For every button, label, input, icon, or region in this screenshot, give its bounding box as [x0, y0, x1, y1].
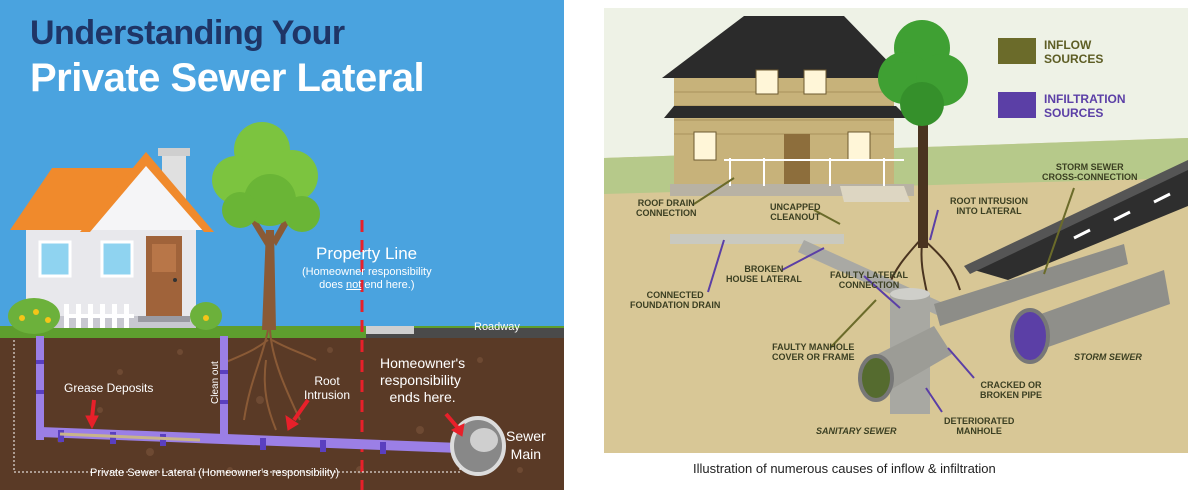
homeowner-responsibility-label: Homeowner's responsibility ends here.	[380, 355, 465, 406]
uncapped-line-1: UNCAPPED	[770, 202, 821, 212]
house-2	[662, 16, 914, 202]
storm-cross-line-1: STORM SEWER	[1042, 162, 1138, 172]
curb	[366, 326, 414, 334]
inflow-legend-line-1: INFLOW	[1044, 38, 1103, 52]
property-note-line-1: (Homeowner responsibility	[302, 266, 432, 279]
right-illustration	[604, 8, 1188, 453]
foundation-line-2: FOUNDATION DRAIN	[630, 300, 720, 310]
sewer-line-1: Sewer	[506, 427, 546, 445]
sewer-line-2: Main	[506, 445, 546, 463]
property-note-2a: does	[319, 279, 346, 291]
foundation-line-1: CONNECTED	[630, 290, 720, 300]
grease-deposits-label: Grease Deposits	[64, 381, 153, 395]
root-line-1: Root	[304, 374, 350, 388]
broken-line-1: BROKEN	[726, 264, 802, 274]
clean-out-riser	[220, 336, 228, 436]
homeowner-line-2: responsibility	[380, 372, 465, 389]
cracked-line-2: BROKEN PIPE	[980, 390, 1042, 400]
storm-cross-line-2: CROSS-CONNECTION	[1042, 172, 1138, 182]
title-line-1: Understanding Your	[30, 14, 345, 53]
deteriorated-line-2: MANHOLE	[944, 426, 1014, 436]
title-line-2: Private Sewer Lateral	[30, 56, 424, 101]
infiltration-swatch	[998, 92, 1036, 118]
root-into-line-1: ROOT INTRUSION	[950, 196, 1028, 206]
inflow-infiltration-illustration: INFLOW SOURCES INFILTRATION SOURCES ROOF…	[604, 8, 1188, 453]
uncapped-line-2: CLEANOUT	[770, 212, 821, 222]
property-note-2b: not	[346, 279, 361, 291]
roof-drain-line-1: ROOF DRAIN	[636, 198, 697, 208]
faulty-lat-line-2: CONNECTION	[830, 280, 908, 290]
storm-sewer-label: STORM SEWER	[1074, 352, 1142, 362]
cracked-line-1: CRACKED OR	[980, 380, 1042, 390]
inflow-legend-line-2: SOURCES	[1044, 52, 1103, 66]
inflow-legend: INFLOW SOURCES	[1044, 38, 1103, 66]
infiltration-legend-line-2: SOURCES	[1044, 106, 1126, 120]
sanitary-sewer-label: SANITARY SEWER	[816, 426, 897, 436]
clean-out-label: Clean out	[210, 361, 221, 404]
infiltration-legend: INFILTRATION SOURCES	[1044, 92, 1126, 120]
inflow-swatch	[998, 38, 1036, 64]
roadway-label: Roadway	[474, 321, 520, 333]
property-note-line-2: does not end here.)	[302, 279, 432, 292]
broken-line-2: HOUSE LATERAL	[726, 274, 802, 284]
property-line-label: Property Line	[316, 244, 417, 264]
sewer-lateral-infographic: Understanding Your Private Sewer Lateral…	[0, 0, 564, 490]
private-lateral-label: Private Sewer Lateral (Homeowner's respo…	[90, 467, 339, 479]
faulty-lat-line-1: FAULTY LATERAL	[830, 270, 908, 280]
manhole-cover-line-2: COVER OR FRAME	[772, 352, 855, 362]
homeowner-line-1: Homeowner's	[380, 355, 465, 372]
root-intrusion-label: Root Intrusion	[304, 374, 350, 402]
property-note-2c: end here.)	[361, 279, 414, 291]
infiltration-legend-line-1: INFILTRATION	[1044, 92, 1126, 106]
root-line-2: Intrusion	[304, 388, 350, 402]
property-line-note: (Homeowner responsibility does not end h…	[302, 266, 432, 292]
manhole-cover-line-1: FAULTY MANHOLE	[772, 342, 855, 352]
homeowner-line-3: ends here.	[380, 389, 465, 406]
roof-drain-line-2: CONNECTION	[636, 208, 697, 218]
root-into-line-2: INTO LATERAL	[950, 206, 1028, 216]
sewer-main-label: Sewer Main	[506, 427, 546, 463]
deteriorated-line-1: DETERIORATED	[944, 416, 1014, 426]
illustration-caption: Illustration of numerous causes of inflo…	[693, 461, 996, 476]
